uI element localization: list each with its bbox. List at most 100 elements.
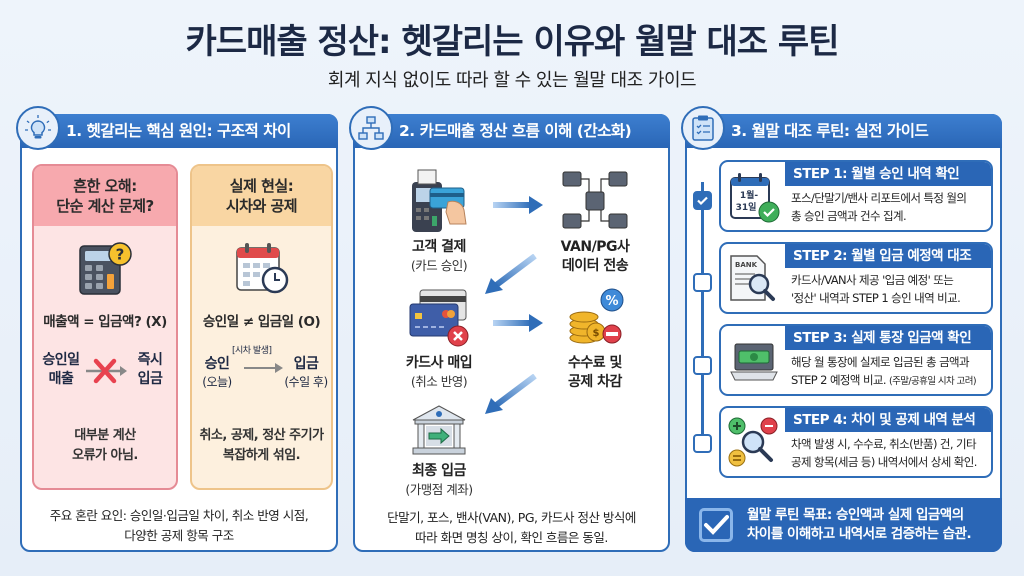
step-desc-line-1: 해당 월 통장에 실제로 입금된 총 금액과 [791, 355, 970, 369]
flow-node-final-deposit: 최종 입금 (가맹점 계좌) [379, 404, 499, 498]
page-title: 카드매출 정산: 헷갈리는 이유와 월말 대조 루틴 [185, 22, 840, 62]
node-title: 고객 결제 [412, 239, 466, 255]
reality-title-2: 시차와 공제 [225, 197, 298, 215]
step-4-card: STEP 4: 차이 및 공제 내역 분석 차액 발생 시, 수수료, 취소(반… [719, 406, 993, 478]
step-2-title: STEP 2: 월별 입금 예정액 대조 [785, 244, 991, 268]
reality-equation: 승인일 ≠ 입금일 (O) [202, 314, 321, 330]
goal-line-2: 차이를 이해하고 내역서로 검증하는 습관. [747, 526, 972, 542]
misconception-heading: 흔한 오해: 단순 계산 문제? [34, 166, 176, 226]
coins-fee-icon: $ % [569, 288, 624, 344]
magnifier-plus-minus-icon [727, 416, 781, 470]
footer-line-2: 따라 화면 명칭 상이, 확인 흐름은 동일. [415, 530, 608, 545]
calendar-clock-icon [231, 240, 293, 300]
node-title: VAN/PG사 [560, 239, 630, 255]
node-title: 최종 입금 [412, 463, 466, 479]
note-line-1: 대부분 계산 [74, 428, 136, 443]
step-2-checkbox[interactable] [693, 273, 712, 292]
goal-line-1: 월말 루틴 목표: 승인액과 실제 입금액의 [747, 507, 964, 523]
step-desc-line-1: 포스/단말기/밴사 리포트에서 특정 월의 [791, 191, 967, 205]
credit-card-cancel-icon [409, 289, 469, 347]
reality-flow: [시차 발생] 승인 (오늘) 입금 (수일 후) [192, 346, 331, 401]
cross-arrow-icon [86, 358, 127, 384]
flow-node-card-acquisition: 카드사 매입 (취소 반영) [379, 286, 499, 390]
reality-title-1: 실제 현실: [229, 177, 294, 195]
flow-right-line-2: (수일 후) [284, 375, 328, 389]
section-structural-difference: 1. 헷갈리는 핵심 원인: 구조적 차이 흔한 오해:단순 계산 문제? ? … [16, 106, 338, 552]
step-2-description: 카드사/VAN사 제공 '입금 예정' 또는 '정산' 내역과 STEP 1 승인… [791, 271, 987, 307]
step-desc-line-2: '정산' 내역과 STEP 1 승인 내역 비교. [791, 291, 961, 305]
node-subtitle: 공제 차감 [568, 374, 622, 390]
step-3-description: 해당 월 통장에 실제로 입금된 총 금액과 STEP 2 예정액 비교. (주말… [791, 353, 987, 391]
step-2-card: BANK STEP 2: 월별 입금 예정액 대조 카드사/VAN사 제공 '입… [719, 242, 993, 314]
svg-text:31일: 31일 [736, 201, 757, 213]
lightbulb-icon [16, 106, 60, 150]
note-line-1: 취소, 공제, 정산 주기가 [199, 428, 324, 443]
server-network-icon [562, 171, 628, 229]
reality-card: 실제 현실:시차와 공제 승인일 ≠ 입금일 (O) [시차 발생] 승 [190, 164, 333, 490]
step-1-title: STEP 1: 월별 승인 내역 확인 [785, 162, 991, 186]
section-settlement-flow: 2. 카드매출 정산 흐름 이해 (간소화) 고객 결제 (카드 승인) [349, 106, 670, 552]
clipboard-checklist-icon [681, 106, 725, 150]
section-1-title: 1. 헷갈리는 핵심 원인: 구조적 차이 [20, 114, 338, 148]
svg-text:1월-: 1월- [740, 189, 759, 201]
svg-text:?: ? [116, 246, 125, 264]
flow-left-line-1: 승인 [204, 356, 230, 372]
step-3-title: STEP 3: 실제 통장 입금액 확인 [785, 326, 991, 350]
flow-left-line-2: (오늘) [202, 375, 232, 389]
footer-line-2: 다양한 공제 항목 구조 [124, 528, 234, 543]
node-subtitle: (취소 반영) [410, 374, 468, 389]
node-title: 수수료 및 [568, 355, 622, 371]
section-1-footer: 주요 혼란 요인: 승인일·입금일 차이, 취소 반영 시점, 다양한 공제 항목… [22, 506, 336, 546]
svg-text:$: $ [593, 328, 600, 339]
footer-line-1: 주요 혼란 요인: 승인일·입금일 차이, 취소 반영 시점, [49, 508, 309, 523]
svg-text:BANK: BANK [735, 261, 758, 269]
step-3-checkbox[interactable] [693, 356, 712, 375]
step-desc-line-1: 차액 발생 시, 수수료, 취소(반품) 건, 기타 [791, 437, 977, 451]
bank-deposit-icon [412, 405, 466, 455]
step-4-checkbox[interactable] [693, 434, 712, 453]
flow-node-customer-payment: 고객 결제 (카드 승인) [379, 168, 499, 274]
arrow-right-icon [493, 196, 543, 214]
calendar-check-icon: 1월- 31일 [727, 170, 781, 224]
flowchart-icon [349, 106, 393, 150]
step-3-note: (주말/공휴일 시차 고려) [889, 376, 977, 387]
progress-timeline [701, 182, 704, 440]
node-subtitle: (가맹점 계좌) [405, 482, 473, 497]
flow-node-fees-deduction: $ % 수수료 및 공제 차감 [535, 286, 655, 392]
arrow-down-left-icon [485, 374, 537, 414]
svg-text:%: % [605, 294, 618, 309]
calculator-question-icon: ? [74, 240, 136, 300]
arrow-right-icon [493, 314, 543, 332]
step-desc-line-2: STEP 2 예정액 비교. [791, 373, 887, 387]
node-title: 카드사 매입 [405, 355, 473, 371]
checkbox-checked-icon [699, 508, 733, 542]
laptop-money-icon [727, 334, 781, 388]
step-desc-line-2: 공제 항목(세금 등) 내역서에서 상세 확인. [791, 455, 977, 469]
misconception-title-2: 단순 계산 문제? [56, 197, 154, 215]
reality-heading: 실제 현실: 시차와 공제 [192, 166, 331, 226]
node-subtitle: 데이터 전송 [561, 258, 629, 274]
flow-right-line-2: 입금 [137, 371, 163, 387]
misconception-title-1: 흔한 오해: [73, 177, 137, 195]
section-2-title: 2. 카드매출 정산 흐름 이해 (간소화) [353, 114, 670, 148]
note-line-2: 오류가 아님. [72, 448, 138, 463]
node-subtitle: (카드 승인) [410, 258, 468, 273]
section-monthly-routine: 3. 월말 대조 루틴: 실전 가이드 1월- 31일 STEP 1: 월별 승… [681, 106, 1002, 552]
card-terminal-icon [412, 169, 467, 232]
step-1-checkbox[interactable] [693, 191, 712, 210]
flow-right-line-1: 입금 [293, 356, 319, 372]
time-lag-label: [시차 발생] [232, 346, 272, 356]
step-1-card: 1월- 31일 STEP 1: 월별 승인 내역 확인 포스/단말기/밴사 리포… [719, 160, 993, 232]
arrow-right-icon [244, 363, 283, 373]
step-desc-line-1: 카드사/VAN사 제공 '입금 예정' 또는 [791, 273, 954, 287]
section-3-title: 3. 월말 대조 루틴: 실전 가이드 [685, 114, 1002, 148]
note-line-2: 복잡하게 섞임. [222, 448, 301, 463]
